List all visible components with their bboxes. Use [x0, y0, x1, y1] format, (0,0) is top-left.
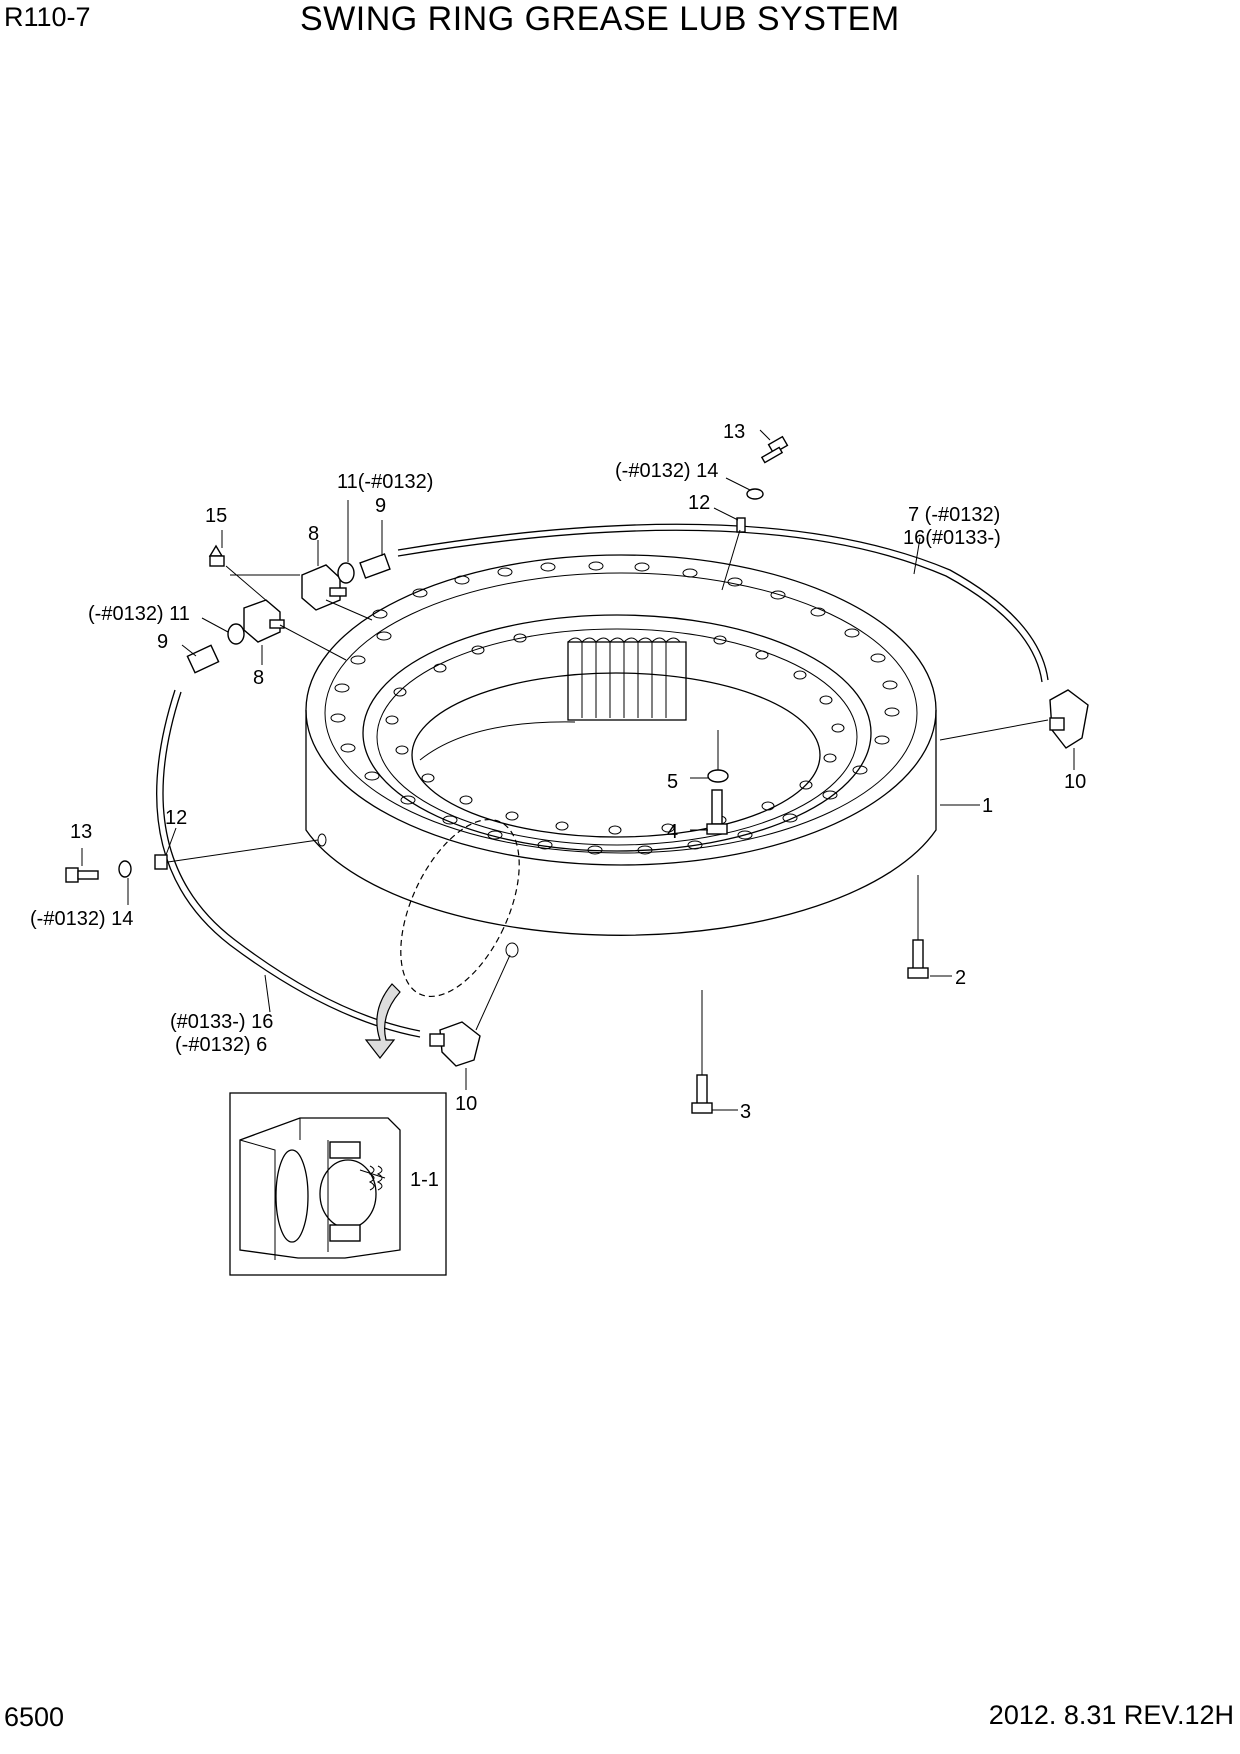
callout-8-top: 8	[308, 523, 319, 545]
callout-2: 2	[955, 967, 966, 989]
callout-1: 1	[982, 795, 993, 817]
adapter-9-top	[359, 553, 391, 579]
callout-12-top: 12	[688, 492, 710, 514]
bolt-13-left	[65, 867, 99, 883]
callout-14-left: (-#0132) 14	[30, 908, 133, 930]
o-ring-11-top	[337, 562, 355, 584]
washer-14-top	[746, 488, 764, 500]
inner-bolt-holes	[385, 633, 845, 835]
adapter-9-left	[186, 644, 220, 674]
callout-12-left: 12	[165, 807, 187, 829]
callout-8-left: 8	[253, 667, 264, 689]
revision-date: 2012. 8.31 REV.12H	[988, 1700, 1234, 1730]
callout-15: 15	[205, 505, 227, 527]
page-number: 6500	[4, 1702, 65, 1732]
callout-9-top: 9	[375, 495, 386, 517]
callout-11-top: 11(-#0132)	[337, 471, 433, 493]
callout-13-top: 13	[723, 421, 745, 443]
clip-12-left	[154, 854, 168, 870]
grease-tube-right	[397, 523, 1049, 683]
callout-6-left: (-#0132) 6	[175, 1034, 267, 1056]
callout-1-1: 1-1	[410, 1169, 439, 1191]
page-title: SWING RING GREASE LUB SYSTEM	[300, 0, 900, 38]
washer-14-left	[118, 860, 132, 878]
model-code: R110-7	[4, 2, 91, 32]
callout-4: 4	[667, 821, 678, 843]
leader-lines	[81, 429, 1075, 1179]
callout-9-left: 9	[157, 631, 168, 653]
block-fitting-8-top	[301, 564, 347, 611]
bolt-4	[706, 789, 728, 835]
grease-nipple-15	[208, 544, 225, 567]
o-ring-11-left	[227, 623, 245, 645]
grease-tube-left	[156, 689, 421, 1038]
callout-14-top: (-#0132) 14	[615, 460, 718, 482]
swing-ring-bearing	[305, 554, 937, 998]
gear-teeth	[567, 637, 687, 721]
callout-10-right: 10	[1064, 771, 1086, 793]
callout-3: 3	[740, 1101, 751, 1123]
clip-12-top	[736, 517, 746, 533]
outer-bolt-holes	[330, 561, 900, 855]
bolt-3	[691, 1074, 713, 1114]
washer-5	[707, 769, 729, 783]
bolt-13-top	[760, 435, 789, 464]
callout-10-bottom: 10	[455, 1093, 477, 1115]
callout-5: 5	[667, 771, 678, 793]
callout-7-right: 7 (-#0132)	[908, 504, 1000, 526]
block-fitting-8-left	[243, 599, 285, 643]
callout-13-left: 13	[70, 821, 92, 843]
bolt-2	[907, 939, 929, 979]
callout-16-right: 16(#0133-)	[903, 527, 1001, 549]
elbow-10-bottom	[429, 1021, 481, 1067]
direction-arrow	[364, 983, 401, 1059]
callout-16-left: (#0133-) 16	[170, 1011, 273, 1033]
elbow-10-right	[1049, 689, 1089, 749]
callout-11-left: (-#0132) 11	[88, 603, 190, 625]
detail-inset-1-1	[229, 1092, 447, 1276]
